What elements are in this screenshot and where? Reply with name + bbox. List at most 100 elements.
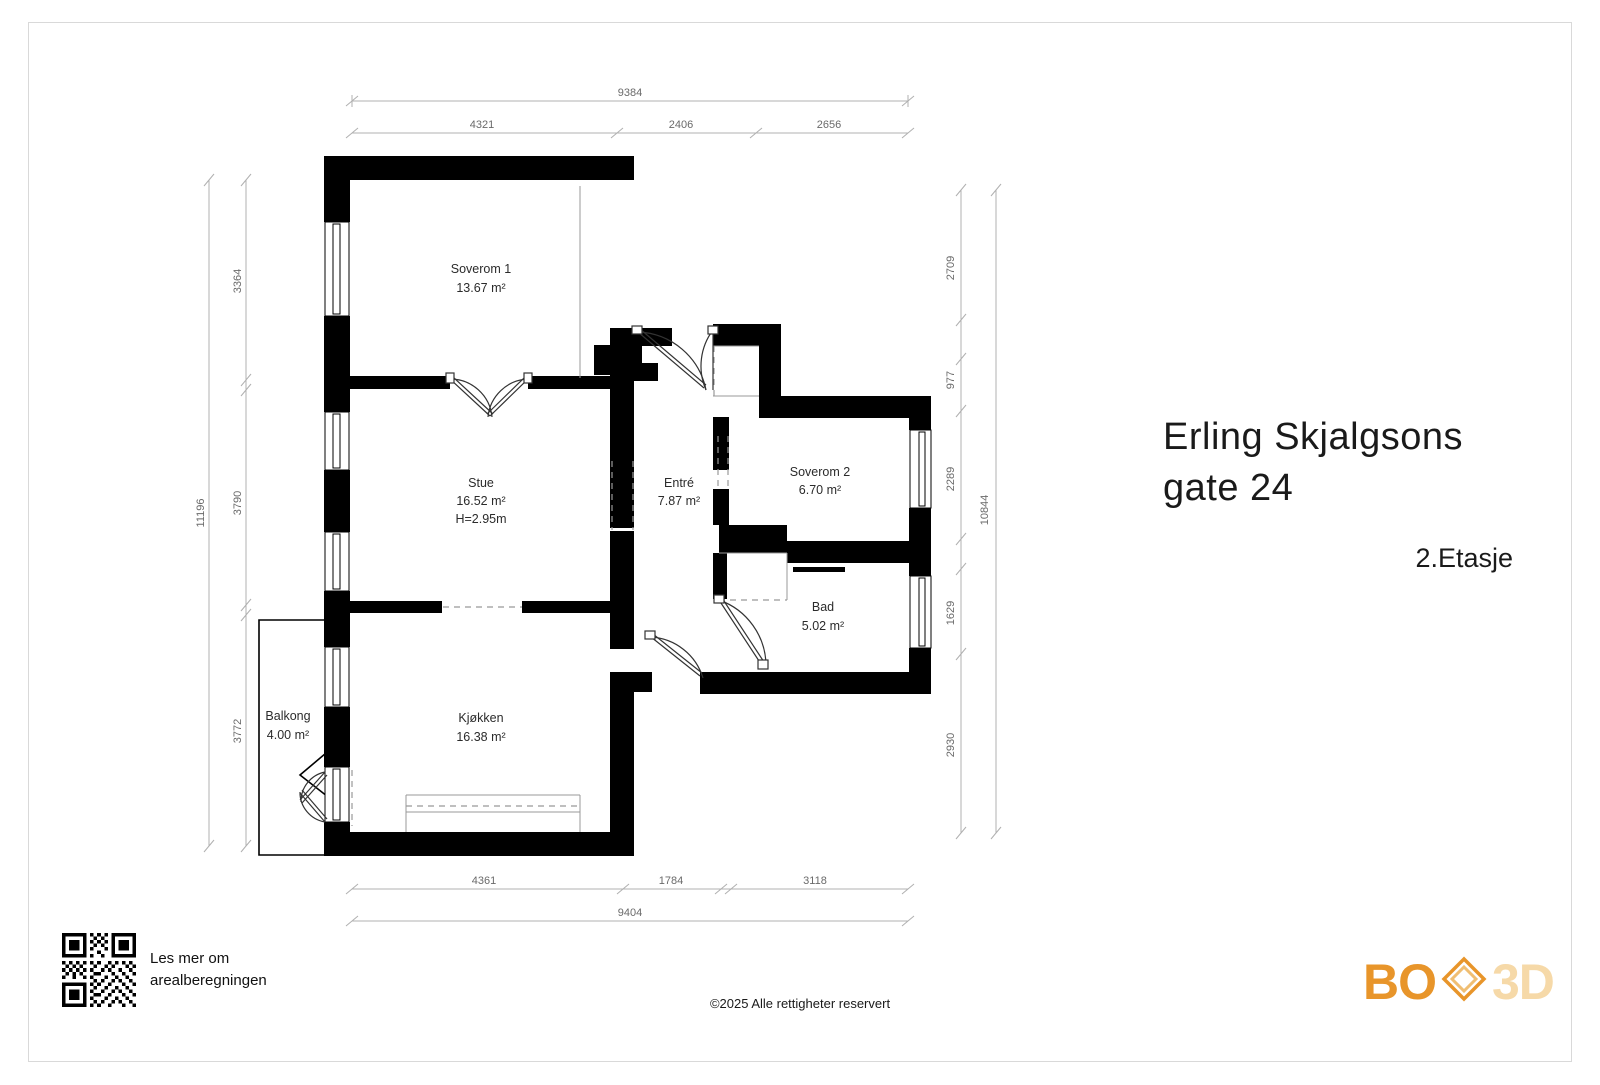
qr-caption-line1: Les mer om xyxy=(150,950,230,968)
wall-entre-sov2-vert-a xyxy=(713,417,729,470)
dim-tick xyxy=(955,562,967,576)
room-label-soverom1: Soverom 1 13.67 m² xyxy=(451,262,511,295)
copyright-text: ©2025 Alle rettigheter reservert xyxy=(709,996,891,1011)
openings-dashed xyxy=(351,346,787,826)
wall-left-c xyxy=(324,390,350,412)
room-name: Stue xyxy=(468,476,494,490)
room-label-bad: Bad 5.02 m² xyxy=(802,600,844,633)
wall-r4 xyxy=(610,672,634,856)
dim-top-seg-2: 2656 xyxy=(817,119,841,131)
window-right-sov2 xyxy=(909,429,932,509)
logo-text-3d: 3D xyxy=(1492,953,1555,1010)
dim-tick xyxy=(955,532,967,546)
dim-left-seg-1: 3790 xyxy=(232,491,244,515)
page-title-line1: Erling Skjalgsons xyxy=(1163,416,1463,458)
wall-sov2-bad-b xyxy=(787,541,911,563)
wall-top xyxy=(324,156,634,180)
door-entre-upper-right xyxy=(700,325,719,391)
interior-lines xyxy=(405,186,788,832)
room-area: 4.00 m² xyxy=(267,728,309,742)
wall-r2b xyxy=(594,345,622,375)
dim-tick xyxy=(240,173,252,187)
dim-tick xyxy=(955,647,967,661)
window-left-2 xyxy=(324,411,350,471)
dim-tick xyxy=(240,839,252,853)
wall-left-b xyxy=(324,316,350,390)
room-name: Soverom 2 xyxy=(790,465,850,479)
dim-top-seg-0: 4321 xyxy=(470,119,494,131)
dimension-labels-left: 11196 3364 3790 3772 xyxy=(195,269,244,743)
room-name: Balkong xyxy=(265,709,310,723)
dim-tick xyxy=(203,839,215,853)
page-title-line2: gate 24 xyxy=(1163,467,1294,510)
room-name: Kjøkken xyxy=(458,711,503,725)
door-balcony xyxy=(299,771,328,823)
dim-right-seg-1: 977 xyxy=(945,371,957,389)
door-entre-bad xyxy=(713,594,769,670)
room-label-stue: Stue 16.52 m² H=2.95m xyxy=(455,476,506,526)
window-left-balcony-door xyxy=(324,766,350,823)
dim-tick xyxy=(901,127,915,139)
room-area: 6.70 m² xyxy=(799,483,841,497)
wall-left-d xyxy=(324,470,350,532)
dim-tick xyxy=(901,883,915,895)
title-block: Erling Skjalgsons gate 24 2.Etasje xyxy=(1163,412,1523,574)
wall-int-sov1-stue-b xyxy=(528,376,612,389)
room-area: 7.87 m² xyxy=(658,494,700,508)
dim-tick xyxy=(955,404,967,418)
room-label-balkong: Balkong 4.00 m² xyxy=(265,709,310,742)
wall-entre-sov2-vert-b xyxy=(713,489,729,525)
dim-tick xyxy=(240,373,252,387)
room-name: Entré xyxy=(664,476,694,490)
wall-left-f xyxy=(324,707,350,767)
windows xyxy=(324,221,932,823)
dim-tick xyxy=(610,127,624,139)
room-labels: Soverom 1 13.67 m² Stue 16.52 m² H=2.95m… xyxy=(265,262,850,744)
dim-right-total: 10844 xyxy=(979,495,991,526)
page-border xyxy=(28,22,1572,1062)
dim-bottom-seg-2: 3118 xyxy=(803,875,827,887)
walls xyxy=(324,156,931,856)
room-area: 5.02 m² xyxy=(802,619,844,633)
dim-tick xyxy=(990,826,1002,840)
wall-entre-bad-vert xyxy=(713,553,727,599)
wall-left-a xyxy=(324,156,350,222)
qr-caption-line2: arealberegningen xyxy=(150,972,267,989)
door-entre-kjokken xyxy=(644,630,704,679)
bathroom-fixture xyxy=(793,567,845,572)
dim-tick xyxy=(714,883,728,895)
dim-tick xyxy=(345,883,359,895)
dim-tick xyxy=(955,826,967,840)
dim-tick xyxy=(203,173,215,187)
wall-bottom xyxy=(324,832,634,856)
dim-tick xyxy=(345,915,359,927)
room-label-kjokken: Kjøkken 16.38 m² xyxy=(456,711,505,744)
doors xyxy=(299,325,769,823)
qr-block[interactable]: Les mer om arealberegningen xyxy=(62,933,267,1007)
dim-top-total: 9384 xyxy=(618,87,642,99)
dim-tick xyxy=(240,608,252,622)
dim-tick xyxy=(955,183,967,197)
dimension-labels-top: 9384 4321 2406 2656 xyxy=(470,87,841,131)
room-area: 16.38 m² xyxy=(456,730,505,744)
qr-code-icon[interactable] xyxy=(62,933,136,1007)
floor-label: 2.Etasje xyxy=(1415,542,1513,573)
wall-r4b xyxy=(634,672,652,692)
window-left-3 xyxy=(324,531,350,592)
room-label-entre: Entré 7.87 m² xyxy=(658,476,700,508)
dim-right-seg-0: 2709 xyxy=(945,256,957,280)
dim-right-seg-4: 2930 xyxy=(945,733,957,757)
window-right-bad xyxy=(909,575,932,649)
dim-tick xyxy=(990,183,1002,197)
dim-top-seg-1: 2406 xyxy=(669,119,693,131)
dim-tick xyxy=(240,598,252,612)
wall-r1 xyxy=(610,156,634,180)
room-area: 16.52 m² xyxy=(456,494,505,508)
door-soverom1-stue xyxy=(445,372,533,418)
dimension-labels-right: 2709 977 2289 1629 2930 10844 xyxy=(945,256,991,757)
dim-left-total: 11196 xyxy=(195,499,207,528)
dim-bottom-seg-1: 1784 xyxy=(659,875,683,887)
wall-sov2-bad-a xyxy=(719,525,787,553)
dim-tick xyxy=(616,883,630,895)
